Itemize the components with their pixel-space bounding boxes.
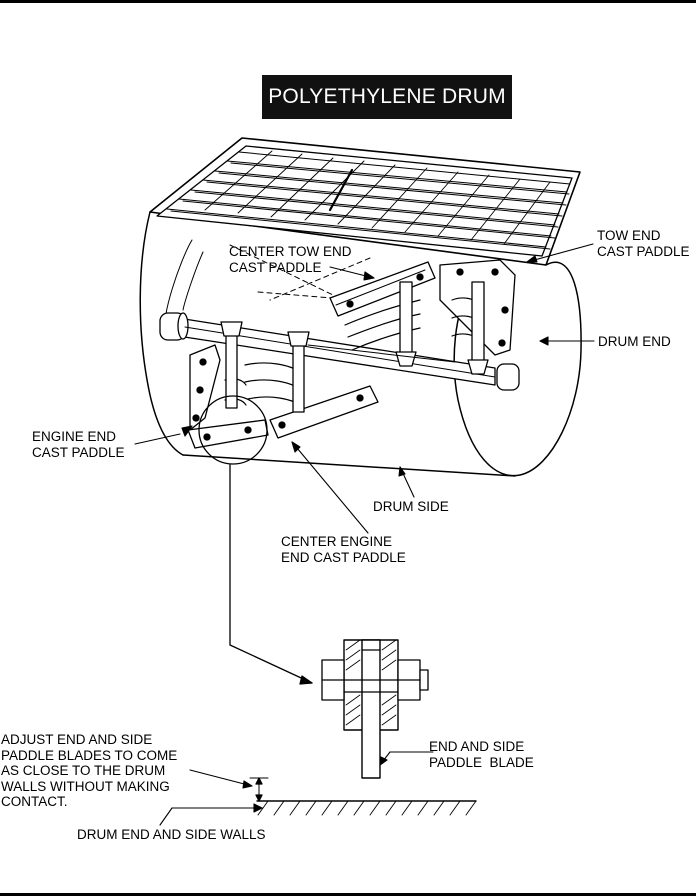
paddle-shaft (159, 312, 520, 391)
top-rule (0, 0, 696, 3)
label-center-tow-end-cast-paddle: CENTER TOW END CAST PADDLE (229, 244, 352, 275)
adjust-note: ADJUST END AND SIDE PADDLE BLADES TO COM… (1, 732, 178, 809)
label-drum-end-and-side-walls: DRUM END AND SIDE WALLS (77, 827, 266, 842)
diagram-title: POLYETHYLENE DRUM (262, 75, 512, 119)
bottom-rule (0, 893, 696, 896)
tow-end-paddles (329, 259, 516, 375)
top-grate (149, 137, 581, 266)
label-engine-end-cast-paddle: ENGINE END CAST PADDLE (32, 429, 125, 460)
label-drum-end: DRUM END (598, 334, 671, 349)
blade-clamp-detail (321, 639, 429, 779)
engine-end-paddles (187, 321, 456, 449)
label-end-and-side-paddle-blade: END AND SIDE PADDLE BLADE (429, 739, 534, 770)
leader-lines (134, 243, 595, 826)
label-center-engine-end-cast-paddle: CENTER ENGINE END CAST PADDLE (281, 534, 406, 565)
label-tow-end-cast-paddle: TOW END CAST PADDLE (597, 228, 690, 259)
label-drum-side: DRUM SIDE (373, 499, 449, 514)
detail-callout (198, 395, 313, 685)
drum-wall (249, 777, 477, 816)
hidden-lines (229, 244, 371, 301)
